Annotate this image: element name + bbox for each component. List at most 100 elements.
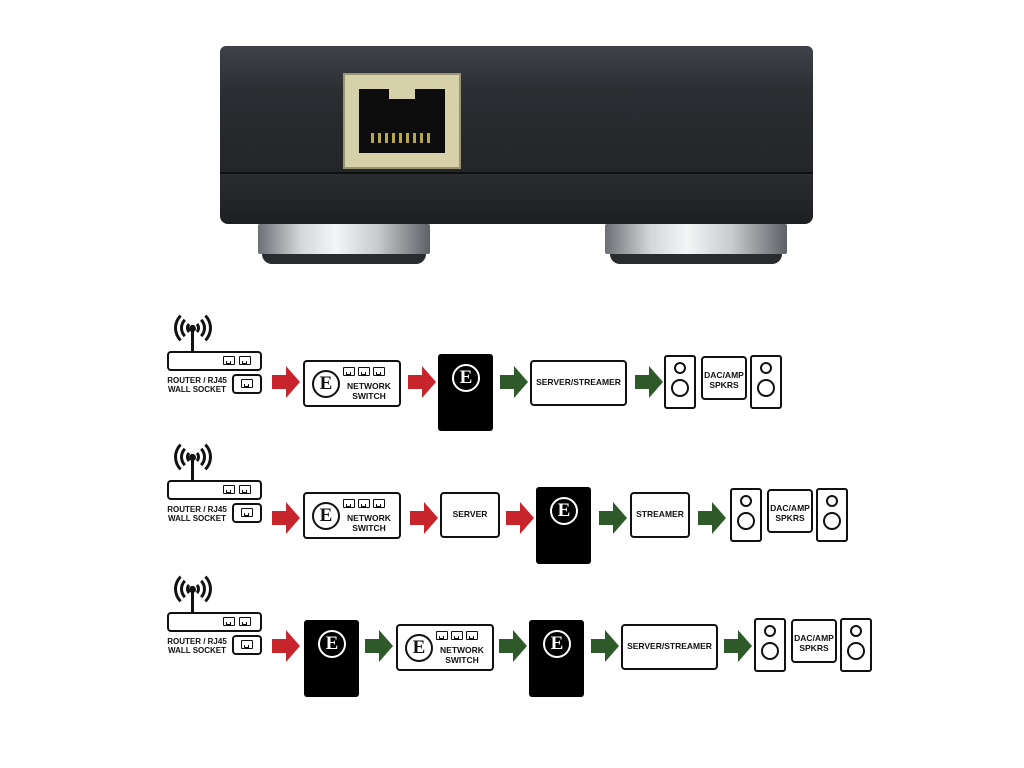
router-port-icon (239, 617, 251, 626)
network-switch: E NETWORK SWITCH (303, 360, 401, 407)
speaker-left (730, 488, 762, 542)
green-arrow-icon (599, 502, 627, 534)
server-box-label: SERVER (452, 509, 488, 519)
red-arrow-icon (408, 366, 436, 398)
rj45-latch-notch (389, 89, 415, 99)
woofer-icon (847, 642, 865, 660)
rj45-socket-opening (359, 89, 445, 153)
product-box: E (536, 487, 591, 564)
speaker-left (754, 618, 786, 672)
product-foot-left-base (262, 254, 426, 264)
product-photo (220, 46, 813, 276)
green-arrow-icon (724, 630, 752, 662)
e-logo-icon: E (452, 364, 480, 392)
product-foot-left (258, 224, 430, 254)
streamer-box-label: STREAMER (636, 509, 684, 519)
woofer-icon (757, 379, 775, 397)
server-box: SERVER (440, 492, 500, 538)
rj45-port (343, 73, 461, 169)
switch-label: NETWORK SWITCH (347, 381, 391, 401)
green-arrow-icon (500, 366, 528, 398)
switch-port-icon (451, 631, 463, 640)
server-streamer-box-label: SERVER/STREAMER (536, 377, 621, 387)
product-foot-right (605, 224, 787, 254)
switch-port-icon (466, 631, 478, 640)
router-port-icon (239, 356, 251, 365)
switch-port-icon (343, 367, 355, 376)
green-arrow-icon (591, 630, 619, 662)
product-box: E (438, 354, 493, 431)
e-logo-icon: E (312, 370, 340, 398)
router-body (167, 612, 262, 632)
woofer-icon (671, 379, 689, 397)
tweeter-icon (826, 495, 838, 507)
tweeter-icon (764, 625, 776, 637)
product-top-shell (220, 46, 813, 172)
e-logo-icon: E (550, 497, 578, 525)
speaker-right (750, 355, 782, 409)
product-foot-right-base (610, 254, 782, 264)
e-logo-icon: E (543, 630, 571, 658)
green-arrow-icon (698, 502, 726, 534)
tweeter-icon (674, 362, 686, 374)
switch-port-icon (436, 631, 448, 640)
rj45-contact-pins (371, 133, 433, 143)
network-switch: E NETWORK SWITCH (303, 492, 401, 539)
product-box: E (529, 620, 584, 697)
router-port-icon (223, 356, 235, 365)
wall-socket-port-icon (241, 508, 253, 517)
server-streamer-box: SERVER/STREAMER (530, 360, 627, 406)
router-port-icon (223, 485, 235, 494)
wifi-wave-outer-icon (174, 309, 212, 347)
red-arrow-icon (272, 366, 300, 398)
switch-port-icon (343, 499, 355, 508)
dac-amp-box: DAC/AMP SPKRS (791, 619, 837, 663)
server-streamer-box: SERVER/STREAMER (621, 624, 718, 670)
dac-amp-box: DAC/AMP SPKRS (701, 356, 747, 400)
red-arrow-icon (410, 502, 438, 534)
woofer-icon (823, 512, 841, 530)
red-arrow-icon (272, 630, 300, 662)
switch-label: NETWORK SWITCH (347, 513, 391, 533)
speaker-right (816, 488, 848, 542)
router-label: ROUTER / RJ45 WALL SOCKET (167, 637, 227, 655)
tweeter-icon (740, 495, 752, 507)
dac-amp-label: DAC/AMP SPKRS (704, 370, 744, 390)
tweeter-icon (850, 625, 862, 637)
e-logo-icon: E (312, 502, 340, 530)
product-box: E (304, 620, 359, 697)
switch-port-icon (358, 499, 370, 508)
green-arrow-icon (365, 630, 393, 662)
green-arrow-icon (499, 630, 527, 662)
e-logo-icon: E (405, 634, 433, 662)
dac-amp-box: DAC/AMP SPKRS (767, 489, 813, 533)
dac-amp-label: DAC/AMP SPKRS (794, 633, 834, 653)
woofer-icon (737, 512, 755, 530)
streamer-box: STREAMER (630, 492, 690, 538)
switch-label: NETWORK SWITCH (440, 645, 484, 665)
product-bottom-shell (220, 174, 813, 224)
wall-socket (232, 374, 262, 394)
router-label: ROUTER / RJ45 WALL SOCKET (167, 376, 227, 394)
router-label: ROUTER / RJ45 WALL SOCKET (167, 505, 227, 523)
wall-socket-port-icon (241, 640, 253, 649)
server-streamer-box-label: SERVER/STREAMER (627, 641, 712, 651)
network-switch: E NETWORK SWITCH (396, 624, 494, 671)
wall-socket-port-icon (241, 379, 253, 388)
wifi-wave-outer-icon (174, 438, 212, 476)
router-body (167, 351, 262, 371)
red-arrow-icon (272, 502, 300, 534)
switch-port-icon (373, 367, 385, 376)
switch-port-icon (358, 367, 370, 376)
speaker-left (664, 355, 696, 409)
red-arrow-icon (506, 502, 534, 534)
speaker-right (840, 618, 872, 672)
router-body (167, 480, 262, 500)
e-logo-icon: E (318, 630, 346, 658)
router-port-icon (223, 617, 235, 626)
wall-socket (232, 635, 262, 655)
product-seam (220, 172, 813, 174)
green-arrow-icon (635, 366, 663, 398)
wall-socket (232, 503, 262, 523)
